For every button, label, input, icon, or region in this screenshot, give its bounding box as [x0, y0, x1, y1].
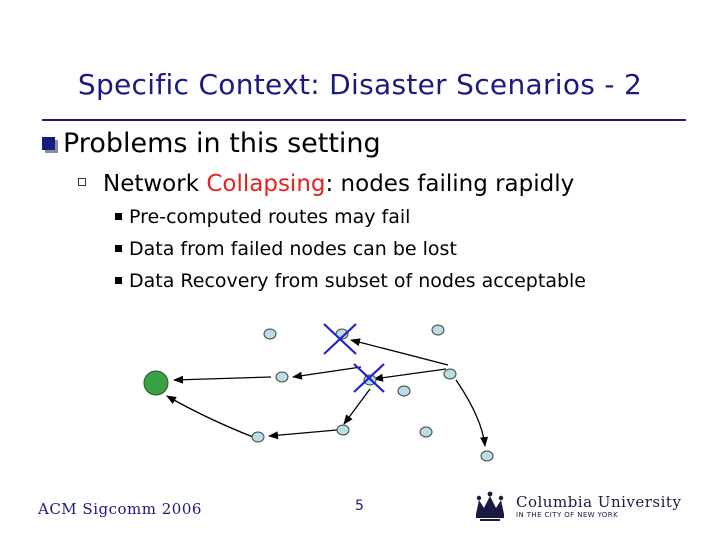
bullet-problems-text: Problems in this setting	[63, 128, 381, 159]
edge	[455, 379, 489, 447]
failure-mark-icon	[323, 323, 357, 355]
sub-bullet-data-lost-text: Data from failed nodes can be lost	[129, 238, 457, 260]
bullet-network-highlight: Collapsing	[206, 171, 326, 197]
small-square-bullet-icon	[115, 213, 122, 220]
sub-bullet-routes: Pre-computed routes may fail	[115, 206, 410, 228]
sink-node	[143, 370, 169, 396]
edge	[373, 368, 447, 382]
hollow-square-bullet-icon	[78, 178, 86, 186]
sensor-node	[263, 328, 277, 340]
edge	[350, 338, 449, 366]
bullet-network-collapsing: Network Collapsing: nodes failing rapidl…	[78, 171, 574, 197]
bullet-network-suffix: : nodes failing rapidly	[325, 171, 575, 197]
sensor-node	[431, 324, 445, 336]
sub-bullet-recovery: Data Recovery from subset of nodes accep…	[115, 270, 586, 292]
sub-bullet-data-lost: Data from failed nodes can be lost	[115, 238, 457, 260]
sensor-node	[336, 424, 350, 436]
edge	[268, 429, 338, 440]
page-number: 5	[355, 498, 364, 514]
sub-bullet-recovery-text: Data Recovery from subset of nodes accep…	[129, 270, 586, 292]
small-square-bullet-icon	[115, 245, 122, 252]
edge	[292, 366, 362, 380]
sensor-node	[480, 450, 494, 462]
title-divider	[42, 119, 686, 121]
bullet-problems: Problems in this setting	[42, 128, 381, 159]
slide-title: Specific Context: Disaster Scenarios - 2	[77, 68, 643, 101]
sensor-node	[251, 431, 265, 443]
footer-conference: ACM Sigcomm 2006	[38, 500, 202, 518]
sensor-node	[419, 426, 433, 438]
square-bullet-icon	[42, 137, 55, 150]
network-edges	[166, 338, 489, 447]
edge	[173, 375, 272, 384]
small-square-bullet-icon	[115, 277, 122, 284]
university-logo: Columbia University IN THE CITY OF NEW Y…	[470, 490, 690, 524]
edge	[166, 395, 254, 438]
sensor-node	[275, 371, 289, 383]
sub-bullet-routes-text: Pre-computed routes may fail	[129, 206, 411, 228]
logo-tagline: IN THE CITY OF NEW YORK	[516, 511, 619, 519]
sensor-node	[443, 368, 457, 380]
sensor-node	[397, 385, 411, 397]
logo-wordmark: Columbia University	[516, 493, 682, 511]
bullet-network-prefix: Network	[103, 171, 207, 197]
failure-mark-icon	[353, 363, 385, 393]
crown-icon	[476, 491, 504, 521]
edge	[343, 388, 371, 425]
